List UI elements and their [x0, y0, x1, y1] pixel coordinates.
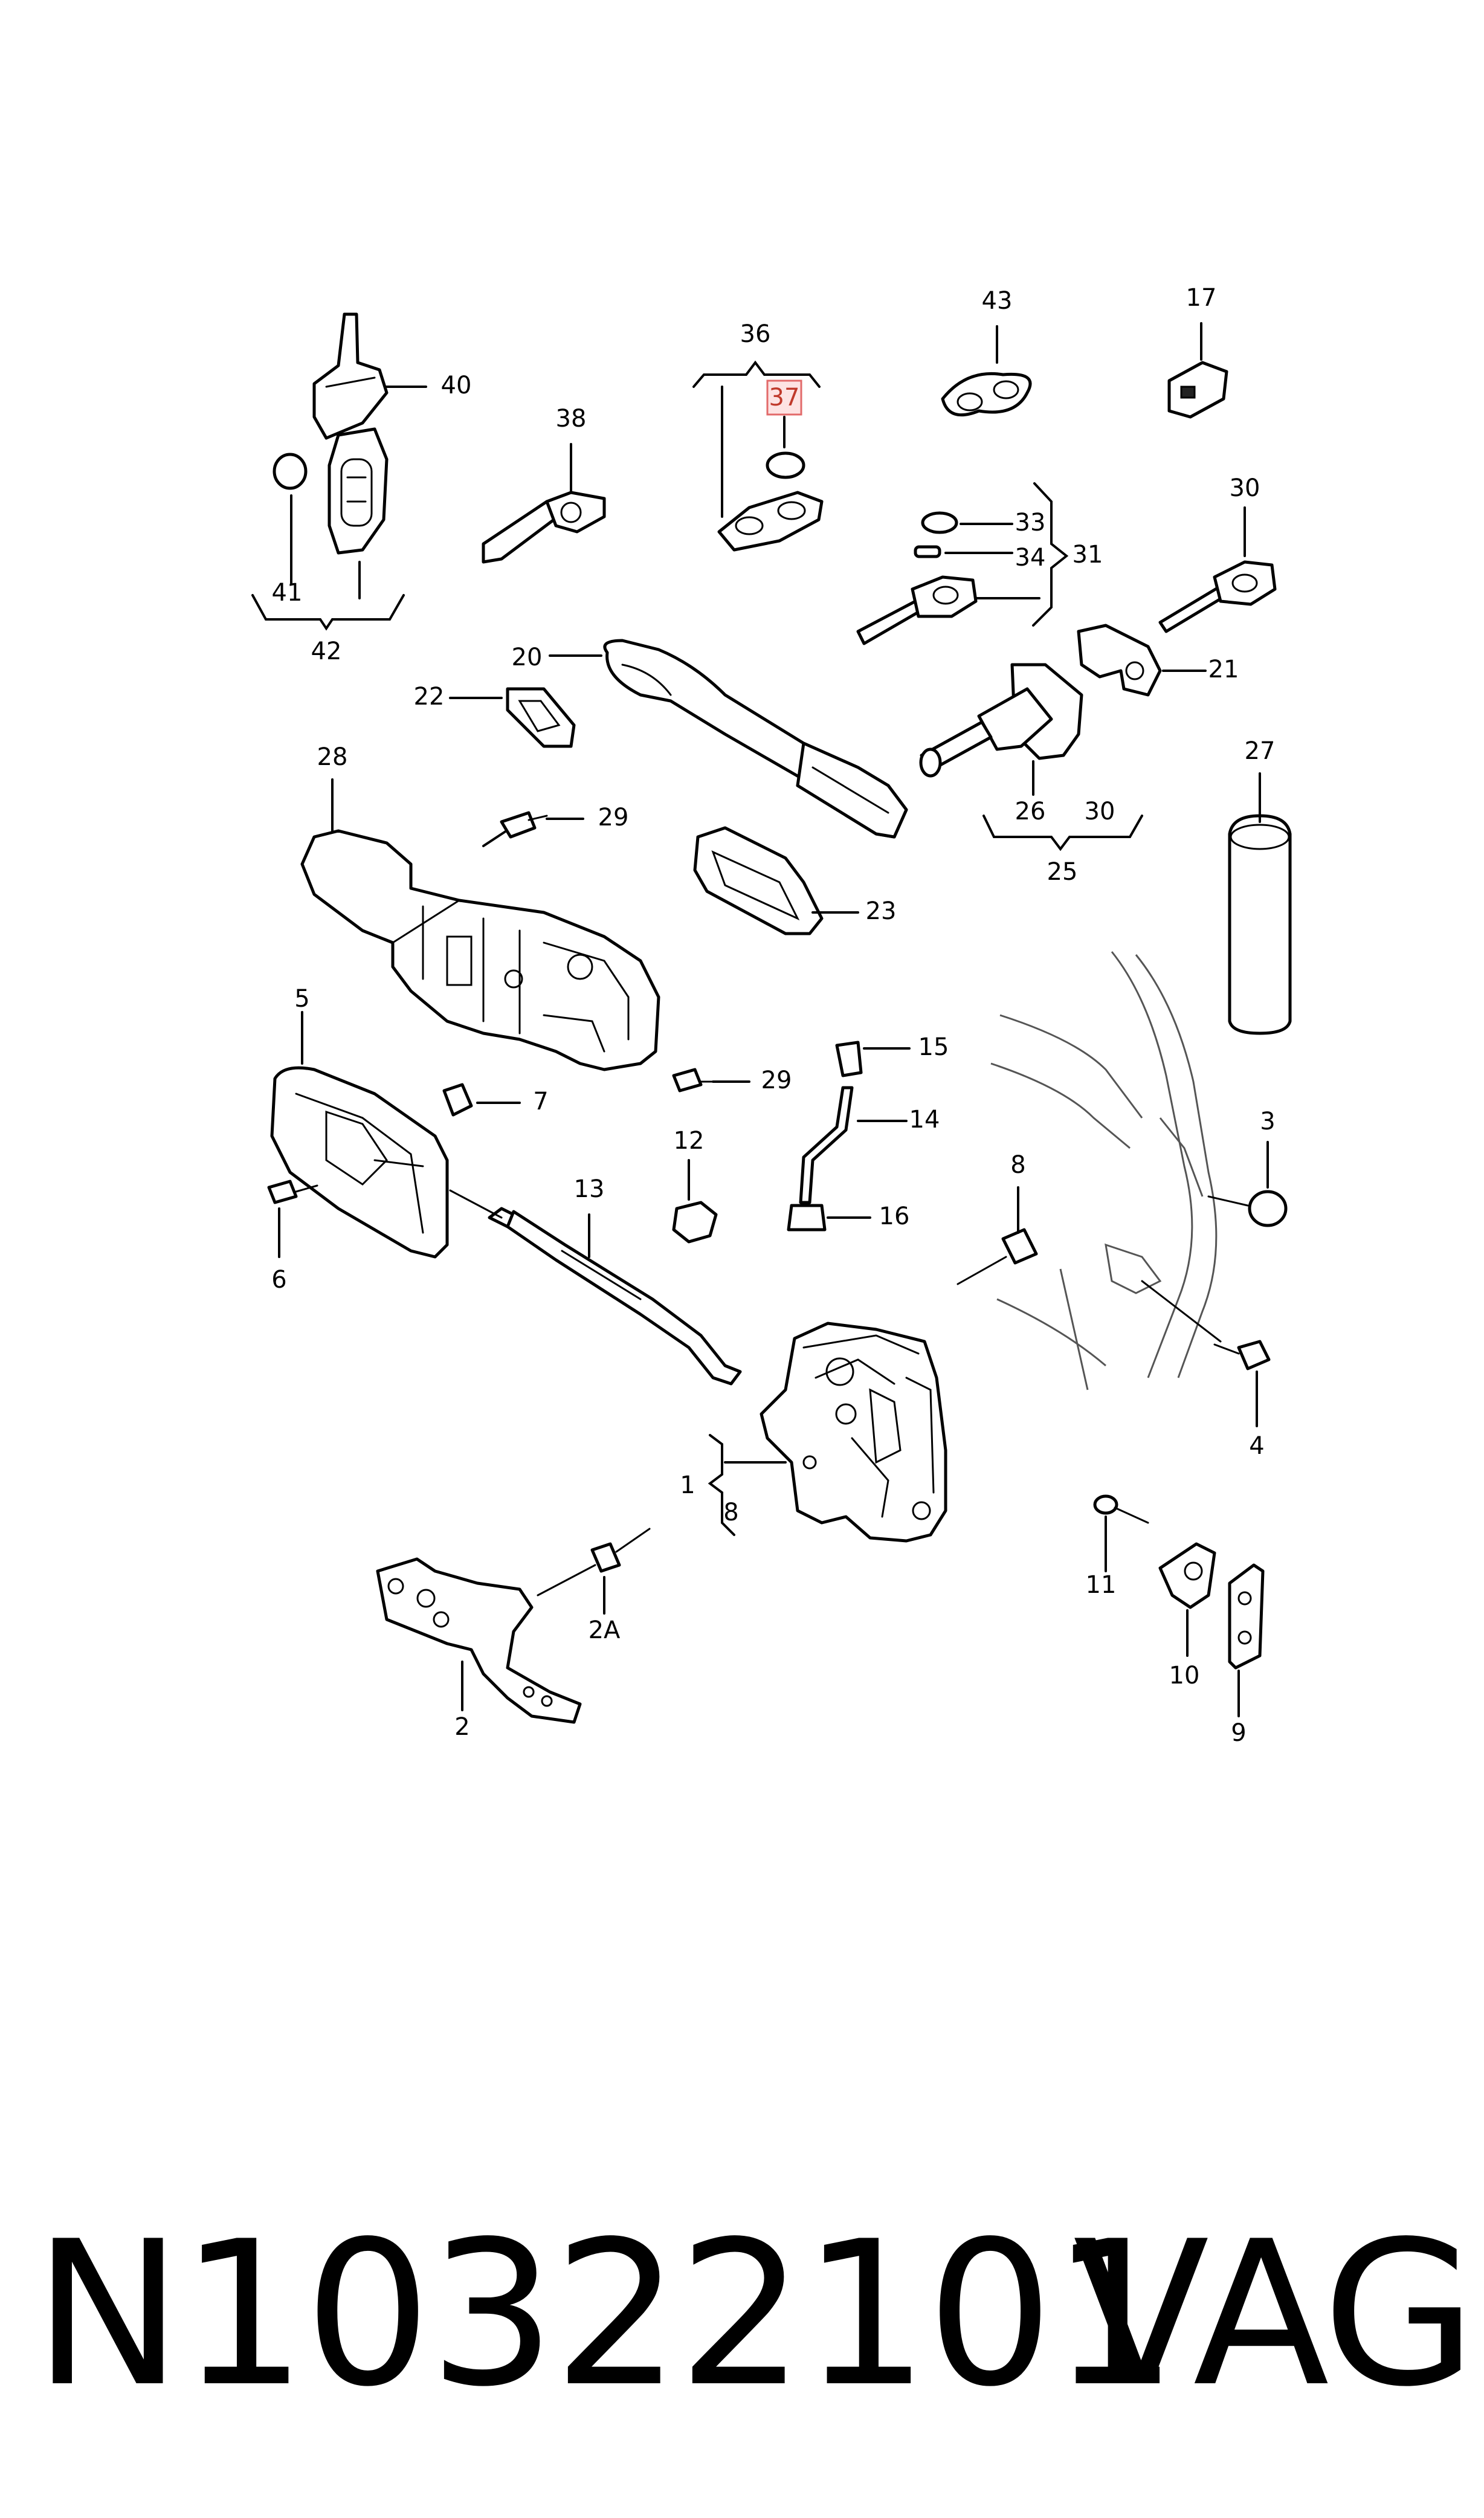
- key-blade-part-38[interactable]: [482, 491, 606, 564]
- callout-20: 20: [512, 644, 543, 671]
- screw-part-29-bottom[interactable]: [672, 1068, 714, 1093]
- cap-part-3[interactable]: [1248, 1190, 1288, 1227]
- callout-9: 9: [1231, 1719, 1246, 1747]
- callout-29-top: 29: [598, 804, 629, 831]
- callout-29-bottom: 29: [761, 1067, 792, 1094]
- callout-15: 15: [918, 1033, 949, 1061]
- callout-1: 1: [680, 1471, 695, 1499]
- callout-22: 22: [414, 683, 445, 711]
- plate-part-9[interactable]: [1228, 1563, 1265, 1670]
- callout-38: 38: [556, 405, 587, 433]
- callout-3: 3: [1260, 1108, 1275, 1135]
- rod-part-14[interactable]: [799, 1086, 854, 1204]
- callout-28: 28: [317, 743, 348, 771]
- callout-31: 31: [1073, 541, 1103, 569]
- door-frame-outline: [990, 951, 1218, 1390]
- o-ring-part-41[interactable]: [273, 453, 308, 490]
- callout-30-top: 30: [1230, 474, 1260, 502]
- remote-housing-part-42[interactable]: [327, 427, 389, 555]
- callout-25: 25: [1047, 858, 1078, 886]
- callout-42: 42: [311, 638, 342, 665]
- lock-cylinder-part-26[interactable]: [919, 663, 1083, 778]
- cap-part-17[interactable]: [1167, 361, 1228, 419]
- hinge-part-10[interactable]: [1158, 1542, 1216, 1609]
- callout-30-bottom: 30: [1085, 798, 1115, 825]
- folding-key-part-31[interactable]: [856, 575, 978, 645]
- pin-part-8[interactable]: [957, 1228, 1038, 1285]
- callout-11: 11: [1086, 1571, 1117, 1599]
- callout-2a: 2A: [589, 1616, 621, 1644]
- callout-21: 21: [1208, 656, 1239, 683]
- bracket-part-2[interactable]: [376, 1557, 582, 1724]
- brand-label: VAG: [1073, 2198, 1477, 2430]
- footer: N10322101 VAG: [0, 2200, 1484, 2429]
- callout-40: 40: [441, 372, 472, 399]
- callout-2: 2: [454, 1713, 469, 1741]
- callout-14: 14: [909, 1106, 940, 1134]
- knob-part-15[interactable]: [835, 1041, 863, 1077]
- callout-37-highlighted[interactable]: 37: [769, 384, 800, 412]
- callout-41: 41: [272, 579, 303, 607]
- highlight-box-37: [766, 379, 802, 416]
- bolt-part-2a[interactable]: [590, 1528, 651, 1573]
- callout-36: 36: [740, 320, 771, 348]
- key-fob-part-40[interactable]: [312, 312, 389, 440]
- callout-7: 7: [533, 1088, 548, 1115]
- callout-8-bottom: 8: [723, 1499, 738, 1526]
- outer-handle-part-20[interactable]: [603, 639, 908, 839]
- key-part-30[interactable]: [1158, 560, 1277, 633]
- callout-27: 27: [1245, 737, 1276, 765]
- cover-part-23[interactable]: [693, 826, 824, 935]
- callout-33: 33: [1015, 509, 1046, 537]
- callout-16: 16: [879, 1203, 910, 1230]
- callout-34: 34: [1015, 544, 1046, 572]
- cap-part-37[interactable]: [766, 451, 805, 479]
- carrier-part-28[interactable]: [300, 829, 660, 1071]
- seal-part-43[interactable]: [941, 372, 1032, 417]
- callout-10: 10: [1169, 1662, 1200, 1690]
- callout-4: 4: [1249, 1432, 1264, 1460]
- cable-part-13[interactable]: [488, 1207, 742, 1386]
- screw-part-29-top[interactable]: [482, 811, 548, 847]
- clip-part-12[interactable]: [672, 1201, 718, 1244]
- button-pad-part-36[interactable]: [717, 491, 824, 552]
- gasket-part-22[interactable]: [506, 687, 576, 748]
- callout-17: 17: [1186, 284, 1217, 312]
- callout-6: 6: [271, 1266, 286, 1294]
- callout-43: 43: [982, 287, 1013, 315]
- screw-part-6[interactable]: [267, 1180, 318, 1204]
- inner-handle-trim-part-5[interactable]: [270, 1066, 449, 1259]
- clip-part-7[interactable]: [442, 1083, 473, 1117]
- part-number-label: N10322101: [33, 2198, 1178, 2430]
- spray-can-part-27[interactable]: [1228, 814, 1292, 1035]
- callout-23: 23: [866, 897, 897, 925]
- insert-part-34[interactable]: [914, 545, 941, 558]
- screw-part-11[interactable]: [1093, 1494, 1149, 1524]
- bushing-part-16[interactable]: [787, 1204, 827, 1232]
- callout-5: 5: [294, 985, 309, 1013]
- striker-bolt-part-4[interactable]: [1213, 1340, 1271, 1370]
- callout-26: 26: [1015, 798, 1046, 825]
- bracket-part-21[interactable]: [1077, 624, 1162, 697]
- callout-12: 12: [674, 1127, 705, 1155]
- button-part-33[interactable]: [921, 511, 958, 534]
- callout-13: 13: [574, 1175, 605, 1203]
- callout-8-top: 8: [1010, 1151, 1025, 1179]
- door-lock-part-1[interactable]: [760, 1322, 947, 1543]
